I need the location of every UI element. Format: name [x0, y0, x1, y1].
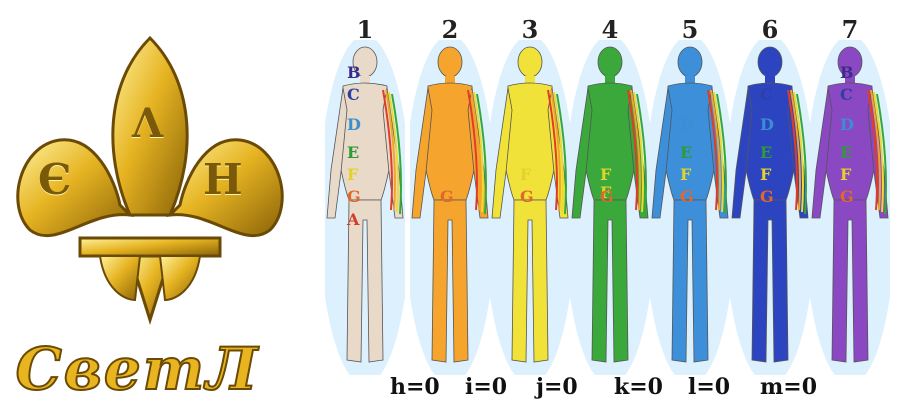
- svetl-logo: Λ Є Н СветЛ: [0, 0, 300, 405]
- chakra-letter: G: [600, 187, 614, 206]
- equation-m: m=0: [760, 374, 817, 400]
- brand-name: СветЛ: [10, 335, 265, 403]
- chakra-letter: C: [347, 85, 360, 104]
- chakra-letter: E: [840, 143, 852, 162]
- chakra-letter: F: [520, 165, 531, 184]
- chakra-letter: C: [760, 85, 773, 104]
- chakra-letter: F: [680, 165, 691, 184]
- chakra-letter: E: [760, 143, 772, 162]
- chakra-letter: C: [840, 85, 853, 104]
- human-body-icon: [570, 40, 650, 375]
- logo-top-letter: Λ: [132, 100, 163, 147]
- chakra-letter: D: [840, 115, 854, 134]
- chakra-letter: G: [520, 187, 534, 206]
- chakra-letter: A: [347, 210, 359, 229]
- chakra-letter: D: [680, 115, 694, 134]
- chakra-letter: D: [347, 115, 361, 134]
- logo-right-letter: Н: [203, 155, 243, 204]
- human-body-icon: [490, 40, 570, 375]
- chakra-letter: B: [840, 63, 854, 82]
- chakra-letter: F: [600, 165, 611, 184]
- equation-l: l=0: [688, 374, 730, 400]
- chakra-letter: G: [680, 187, 694, 206]
- chakra-letter: F: [840, 165, 851, 184]
- equation-h: h=0: [390, 374, 440, 400]
- chakra-letter: G: [347, 187, 361, 206]
- equation-j: j=0: [536, 374, 578, 400]
- chakra-letter: F: [760, 165, 771, 184]
- chakra-letter: G: [840, 187, 854, 206]
- equation-i: i=0: [465, 374, 507, 400]
- human-body-icon: [410, 40, 490, 375]
- human-body-icon: [650, 40, 730, 375]
- chakra-letter: G: [760, 187, 774, 206]
- chakra-letter: E: [347, 143, 359, 162]
- human-body-icon: [325, 40, 405, 375]
- chakra-letter: B: [347, 63, 361, 82]
- equation-k: k=0: [614, 374, 663, 400]
- chakra-letter: F: [347, 165, 358, 184]
- chakra-letter: D: [760, 115, 774, 134]
- chakra-letter: G: [440, 187, 454, 206]
- logo-left-letter: Є: [38, 155, 71, 204]
- chakra-letter: E: [680, 143, 692, 162]
